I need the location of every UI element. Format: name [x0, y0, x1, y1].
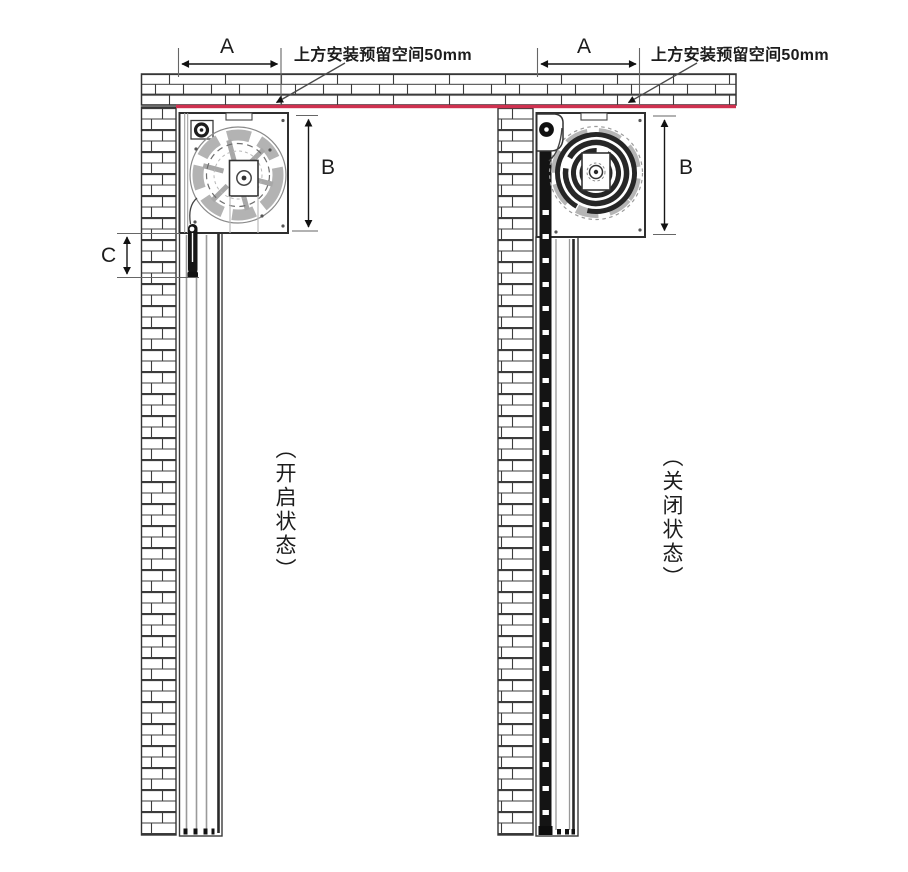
- left-dim-c-extensions: [117, 232, 199, 279]
- right-dim-a-label: A: [577, 35, 592, 58]
- left-track-floor-anchors: [183, 828, 215, 835]
- left-box-screws: [193, 118, 285, 228]
- left-dim-c-label: C: [101, 244, 117, 267]
- right-wall-column: [497, 106, 534, 836]
- left-dim-a-extensions: [177, 48, 282, 106]
- left-curtain-bottom-bar: [187, 197, 198, 278]
- brick-walls: [140, 73, 737, 836]
- right-dim-b-extensions: [653, 115, 676, 236]
- left-track-channel-lines: [185, 235, 208, 830]
- left-box-top-notch: [225, 112, 253, 121]
- right-feed-guide: [537, 113, 564, 162]
- right-track-channel-lines: [555, 239, 571, 830]
- left-state-label-open: （开启状态）: [273, 438, 296, 582]
- extension-lines: [117, 48, 676, 279]
- left-dim-b-label: B: [321, 156, 336, 179]
- right-reserved-space-note: 上方安装预留空间50mm: [651, 47, 829, 64]
- right-curtain-roll-spiral: [548, 125, 644, 221]
- dimension-arrows: [123, 60, 669, 275]
- left-spool-drum: [189, 126, 287, 233]
- right-dim-b-label: B: [679, 156, 694, 179]
- left-door-open-view: [178, 112, 289, 837]
- right-curtain-closed: [538, 141, 553, 835]
- left-motor-shaft-dot: [199, 128, 204, 132]
- top-wall-lintel: [140, 73, 737, 106]
- right-note-leader: [627, 62, 698, 104]
- left-lift-strap-lines: [229, 196, 259, 233]
- left-dim-b-extensions: [292, 114, 318, 232]
- right-box-top-notch: [580, 112, 608, 121]
- right-box-screws: [554, 118, 642, 234]
- left-reserved-space-note: 上方安装预留空间50mm: [294, 47, 472, 64]
- right-door-closed-view: [535, 112, 646, 837]
- right-curtain-bottom-bar: [538, 826, 553, 835]
- leader-lines: [275, 62, 698, 104]
- left-box-track-lines: [184, 113, 189, 233]
- left-spool-spokes: [202, 139, 274, 211]
- right-track-floor-anchors: [557, 829, 575, 835]
- left-dim-a-label: A: [220, 35, 235, 58]
- right-state-label-closed: （关闭状态）: [660, 446, 683, 590]
- left-wall-column: [140, 106, 177, 836]
- left-note-leader: [275, 62, 346, 104]
- reserved-space-red-line: [176, 104, 736, 109]
